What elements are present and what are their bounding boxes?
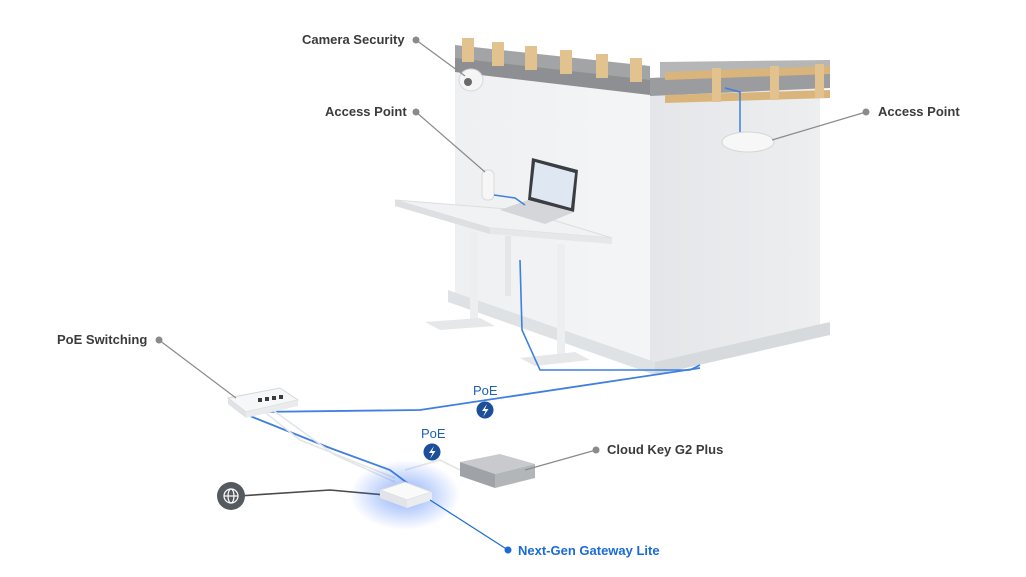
- label-cloud-key: Cloud Key G2 Plus: [607, 442, 724, 457]
- desk: [394, 158, 613, 366]
- internet-badge: [217, 482, 245, 510]
- label-poe-switching: PoE Switching: [57, 332, 148, 347]
- cloud-key-device: [460, 454, 535, 488]
- globe-icon: [223, 488, 239, 504]
- poe-switch-device: [226, 387, 300, 418]
- poe-label-upper: PoE: [473, 383, 498, 398]
- poe-badge-upper: [476, 401, 494, 419]
- label-access-point-right: Access Point: [878, 104, 960, 119]
- camera-device: [458, 68, 484, 92]
- label-gateway: Next-Gen Gateway Lite: [518, 543, 660, 558]
- poe-label-lower: PoE: [421, 426, 446, 441]
- ceiling-access-point-device: [721, 131, 775, 153]
- label-access-point-left: Access Point: [325, 104, 407, 119]
- wall: [448, 38, 830, 375]
- lightning-bolt-icon: [429, 446, 436, 459]
- lightning-bolt-icon: [482, 404, 489, 417]
- gateway-device: [350, 460, 460, 530]
- label-camera-security: Camera Security: [302, 32, 405, 47]
- leader-lines: [155, 36, 870, 554]
- poe-badge-lower: [423, 443, 441, 461]
